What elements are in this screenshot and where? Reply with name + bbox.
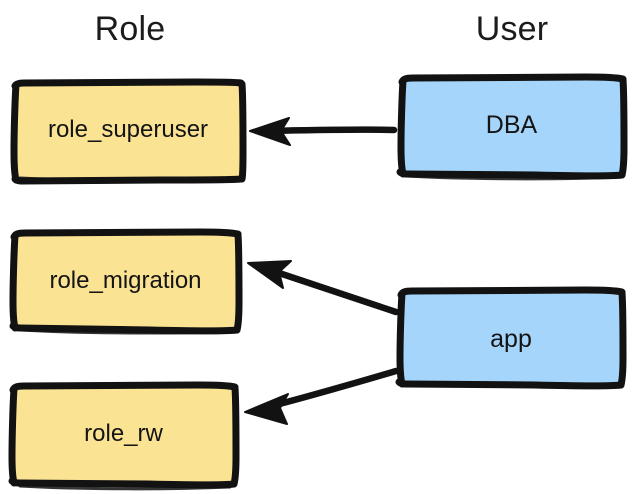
edge-app-to-role-migration [247, 260, 400, 316]
dba-edge-left [397, 77, 407, 178]
role-migration-edge-bottom-double [20, 328, 236, 335]
column-header-role: Role [94, 10, 166, 48]
app-edge-right [617, 289, 627, 389]
node-role-superuser[interactable] [10, 78, 247, 185]
edge-app-rw-line [264, 367, 400, 411]
role-superuser-edge-bottom-double [18, 176, 238, 182]
dba-edge-bottom [396, 168, 626, 180]
role-rw-edge-right [230, 384, 240, 488]
role-superuser-edge-top [11, 78, 245, 90]
node-role-rw[interactable] [8, 381, 240, 491]
app-fill [401, 290, 622, 385]
role-superuser-edge-left [10, 81, 20, 184]
edge-app-rw-arrowhead [244, 393, 289, 425]
edge-dba-arrowhead [249, 117, 291, 146]
edge-app-migration-arrowhead [247, 260, 292, 289]
app-edge-left [396, 290, 406, 388]
role-migration-edge-right [233, 231, 243, 334]
node-role-migration[interactable] [9, 228, 243, 335]
edge-app-to-role-rw [244, 367, 400, 425]
role-migration-edge-left [9, 232, 19, 332]
edge-app-migration-line [266, 266, 400, 316]
edge-dba-to-role-superuser [249, 117, 398, 146]
dba-edge-right [618, 76, 628, 179]
app-edge-bottom [395, 378, 625, 390]
node-dba[interactable] [396, 73, 628, 181]
role-rw-edge-bottom [8, 477, 238, 489]
role-superuser-edge-right [238, 80, 247, 183]
dba-edge-bottom-double [404, 174, 622, 181]
role-rw-edge-left [8, 385, 18, 487]
column-header-user: User [475, 10, 549, 48]
dba-fill [402, 77, 623, 175]
role-rw-edge-bottom-double [18, 484, 232, 491]
role-migration-fill [14, 232, 238, 330]
role-rw-fill [13, 385, 235, 485]
node-app[interactable] [395, 286, 627, 390]
role-superuser-fill [15, 82, 243, 180]
edge-dba-line [262, 126, 398, 135]
